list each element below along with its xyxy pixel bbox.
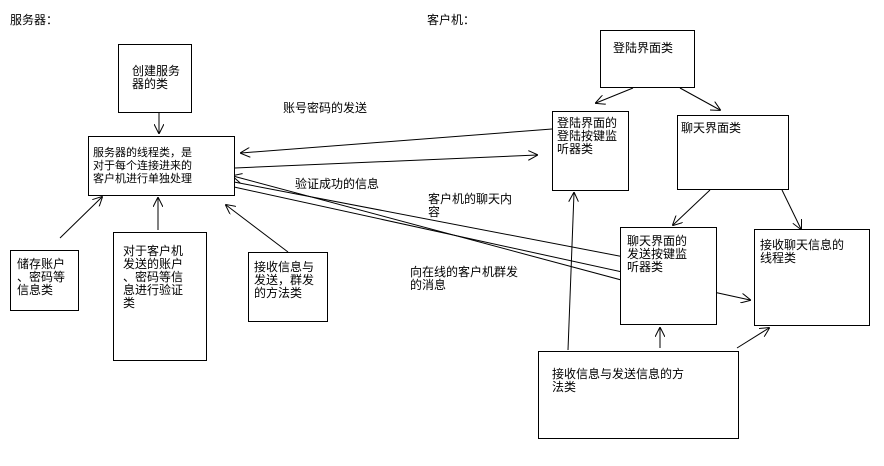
receive-chat-thread-class-box: 接收聊天信息的 线程类 (754, 229, 870, 326)
server-send-receive-method-label: 接收信息与 发送，群发 的方法类 (254, 260, 315, 300)
receive-chat-thread-class-label: 接收聊天信息的 线程类 (760, 238, 845, 265)
edge-label-verify-success: 验证成功的信息 (295, 177, 380, 191)
edge-label-send-account-password: 账号密码的发送 (283, 101, 368, 115)
arrow-store-to-thread (59, 197, 102, 239)
arrow-loginui-to-chatui (679, 87, 720, 110)
edge-label-client-chat-content: 客户机的聊天内 容 (428, 192, 513, 219)
arrow-chatui-to-receive (781, 189, 801, 229)
verify-account-class-box: 对于客户机 发送的账户 、密码等信 息进行验证 类 (113, 232, 207, 361)
store-account-class-label: 储存账户 、密码等 信息类 (17, 257, 66, 297)
client-send-receive-method-box: 接收信息与发送信息的方 法类 (538, 351, 739, 439)
verify-account-class-label: 对于客户机 发送的账户 、密码等信 息进行验证 类 (123, 244, 184, 310)
arrow-method-to-receive-thread (736, 328, 769, 349)
server-send-receive-method-box: 接收信息与 发送，群发 的方法类 (248, 252, 328, 322)
login-button-listener-class-label: 登陆界面的 登陆按键监 听器类 (557, 116, 618, 156)
arrow-chat-listener-to-server (233, 176, 641, 286)
chat-ui-class-box: 聊天界面类 (677, 115, 789, 190)
login-ui-class-label: 登陆界面类 (613, 41, 674, 55)
chat-send-button-listener-class-label: 聊天界面的 发送按键监 听器类 (627, 234, 688, 274)
chat-ui-class-label: 聊天界面类 (681, 121, 742, 135)
login-ui-class-box: 登陆界面类 (600, 30, 695, 88)
arrow-server-to-login (234, 155, 537, 169)
client-send-receive-method-label: 接收信息与发送信息的方 法类 (552, 367, 685, 394)
create-server-class-label: 创建服务 器的类 (132, 64, 181, 91)
arrow-login-to-server (241, 128, 553, 153)
chat-send-button-listener-class-box: 聊天界面的 发送按键监 听器类 (620, 227, 717, 325)
server-section-heading: 服务器： (10, 13, 59, 27)
server-thread-class-label: 服务器的线程类，是 对于每个连接进来的 客户机进行单独处理 (93, 146, 192, 185)
create-server-class-box: 创建服务 器的类 (118, 44, 192, 113)
store-account-class-box: 储存账户 、密码等 信息类 (10, 250, 79, 311)
client-section-heading: 客户机： (427, 13, 476, 27)
login-button-listener-class-box: 登陆界面的 登陆按键监 听器类 (552, 111, 629, 191)
arrow-loginui-to-listener (596, 87, 634, 103)
arrow-method-to-thread (226, 205, 289, 253)
server-thread-class-box: 服务器的线程类，是 对于每个连接进来的 客户机进行单独处理 (88, 136, 235, 196)
arrow-method-to-login-listener (567, 193, 574, 351)
arrow-chatui-to-chatlistener (673, 189, 711, 225)
edge-label-broadcast-to-online: 向在线的客户机群发 的消息 (410, 265, 519, 292)
